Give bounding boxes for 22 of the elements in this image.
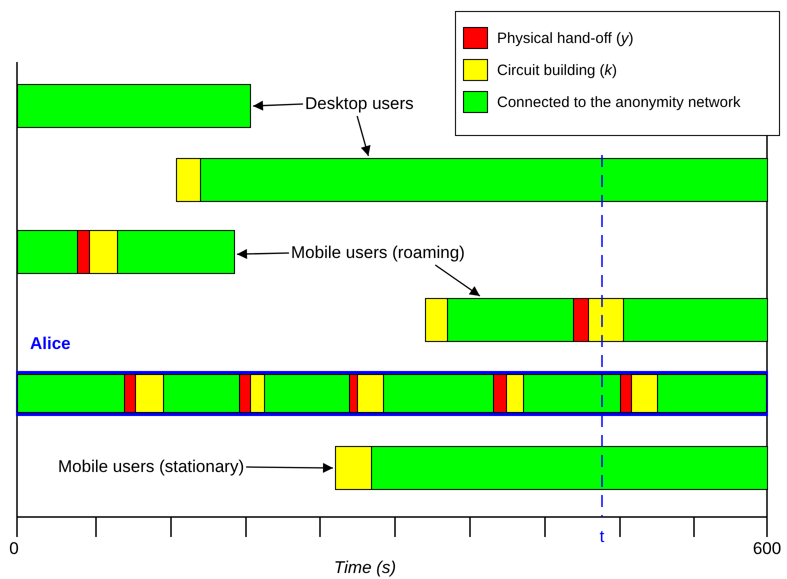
annotation-text: Desktop users: [305, 94, 414, 114]
timeline-bar-drawing: [16, 371, 768, 416]
tick-label: 600: [752, 539, 782, 559]
annotation-text: Mobile users (roaming): [291, 243, 465, 263]
axis-title: Time (s): [334, 558, 396, 578]
legend-text: Connected to the anonymity network: [497, 93, 742, 113]
user-name-label: Alice: [30, 334, 71, 354]
timeline-bar-drawing: [425, 298, 768, 342]
legend-text: Circuit building (k): [497, 61, 618, 81]
annotation-text: Mobile users (stationary): [58, 457, 244, 477]
leader-arrow: [246, 462, 333, 473]
timeline-bar-drawing: [176, 158, 768, 202]
time-marker-label: t: [600, 527, 604, 547]
leader-arrow: [252, 100, 304, 111]
legend-text: Physical hand-off (y): [497, 29, 634, 49]
timeline-bar-drawing: [17, 84, 251, 128]
tick-label: 0: [9, 539, 19, 559]
leader-arrow: [356, 116, 370, 156]
timeline-bar-drawing: [17, 230, 235, 274]
leader-arrow: [236, 248, 290, 259]
timeline-bar-drawing: [335, 446, 768, 490]
leader-arrow: [434, 264, 480, 297]
